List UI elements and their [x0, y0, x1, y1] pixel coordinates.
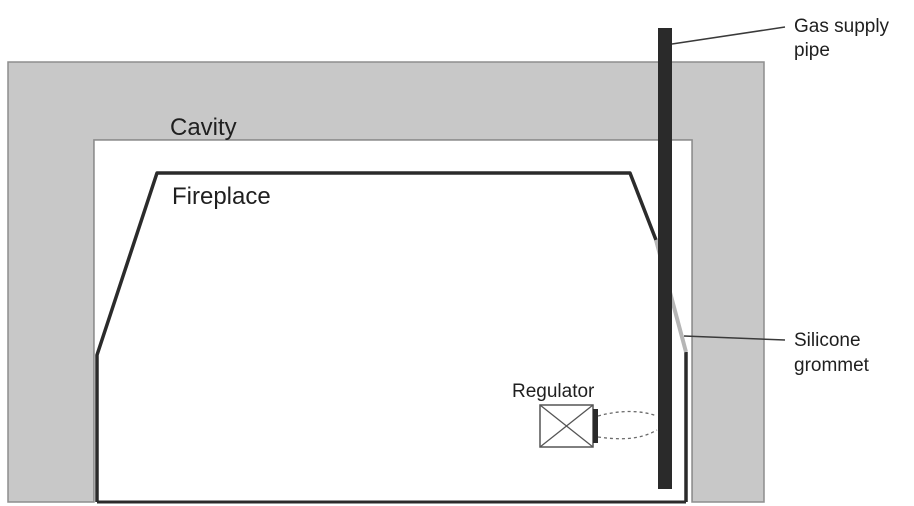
- cavity-inner-edge: [93, 139, 693, 502]
- gas-supply-leader: [671, 26, 786, 45]
- regulator-icon: [539, 404, 598, 448]
- gas-supply-pipe: [658, 28, 672, 489]
- silicone-label-line2: grommet: [794, 355, 870, 376]
- regulator-hose-upper: [597, 410, 658, 417]
- gas-supply-label-line2: pipe: [794, 40, 830, 61]
- silicone-grommet-leader: [683, 335, 786, 341]
- fireplace-outline: [95, 171, 688, 502]
- silicone-label-line1: Silicone: [794, 330, 861, 351]
- cavity-label: Cavity: [170, 114, 237, 141]
- gas-supply-label-line1: Gas supply: [794, 16, 890, 37]
- regulator-label: Regulator: [512, 381, 595, 402]
- fireplace-label: Fireplace: [172, 183, 271, 210]
- regulator-hose-lower: [597, 429, 658, 440]
